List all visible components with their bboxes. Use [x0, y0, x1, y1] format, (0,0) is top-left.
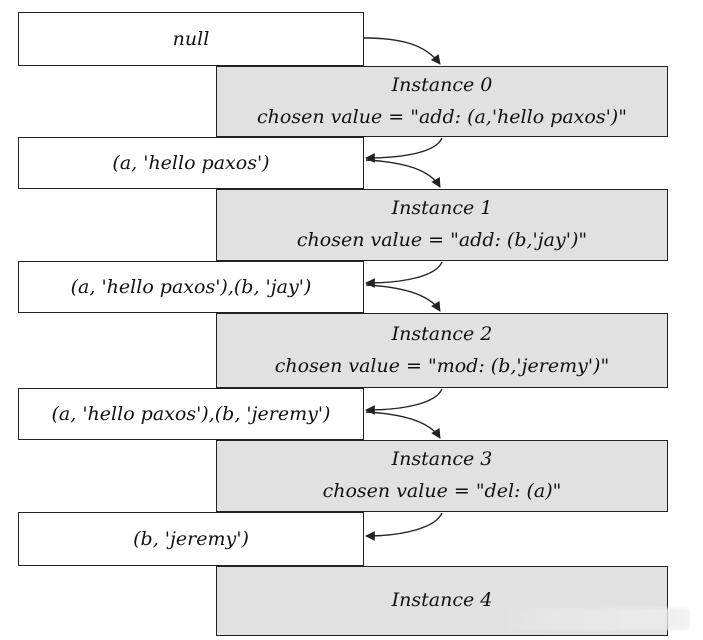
instance-title: Instance 3: [391, 448, 493, 471]
instance-box-0: Instance 0 chosen value = "add: (a,'hell…: [216, 66, 668, 137]
instance-box-4: Instance 4: [216, 566, 668, 636]
instance-chosen-value: chosen value = "mod: (b,'jeremy')": [274, 354, 610, 377]
state-label: null: [172, 28, 210, 50]
state-label: (a, 'hello paxos'): [112, 152, 270, 174]
state-box-2: (a, 'hello paxos'),(b, 'jay'): [18, 261, 364, 313]
arrow-state-to-instance: [365, 411, 441, 439]
instance-box-3: Instance 3 chosen value = "del: (a)": [216, 440, 668, 512]
instance-title: Instance 0: [391, 73, 493, 96]
arrow-instance-to-state: [365, 137, 443, 163]
arrow-instance-to-state: [365, 512, 443, 541]
state-box-3: (a, 'hello paxos'),(b, 'jeremy'): [18, 388, 364, 440]
instance-chosen-value: chosen value = "del: (a)": [322, 480, 562, 502]
watermark: [500, 608, 690, 630]
state-label: (b, 'jeremy'): [133, 528, 249, 550]
arrow-state-to-instance: [365, 159, 441, 188]
state-box-1: (a, 'hello paxos'): [18, 137, 364, 189]
instance-title: Instance 1: [391, 197, 493, 220]
state-label: (a, 'hello paxos'),(b, 'jeremy'): [51, 403, 331, 425]
instance-title: Instance 2: [391, 322, 493, 345]
state-box-4: (b, 'jeremy'): [18, 512, 364, 566]
arrow-instance-to-state: [365, 388, 443, 415]
state-label: (a, 'hello paxos'),(b, 'jay'): [70, 276, 312, 298]
instance-title: Instance 4: [391, 589, 493, 612]
instance-box-2: Instance 2 chosen value = "mod: (b,'jere…: [216, 313, 668, 388]
state-box-null: null: [18, 12, 364, 66]
instance-box-1: Instance 1 chosen value = "add: (b,'jay'…: [216, 189, 668, 261]
arrow-state-to-instance: [363, 37, 441, 65]
arrow-instance-to-state: [365, 261, 443, 288]
arrow-state-to-instance: [365, 284, 441, 312]
instance-chosen-value: chosen value = "add: (a,'hello paxos')": [257, 105, 627, 128]
instance-chosen-value: chosen value = "add: (b,'jay')": [296, 229, 588, 251]
